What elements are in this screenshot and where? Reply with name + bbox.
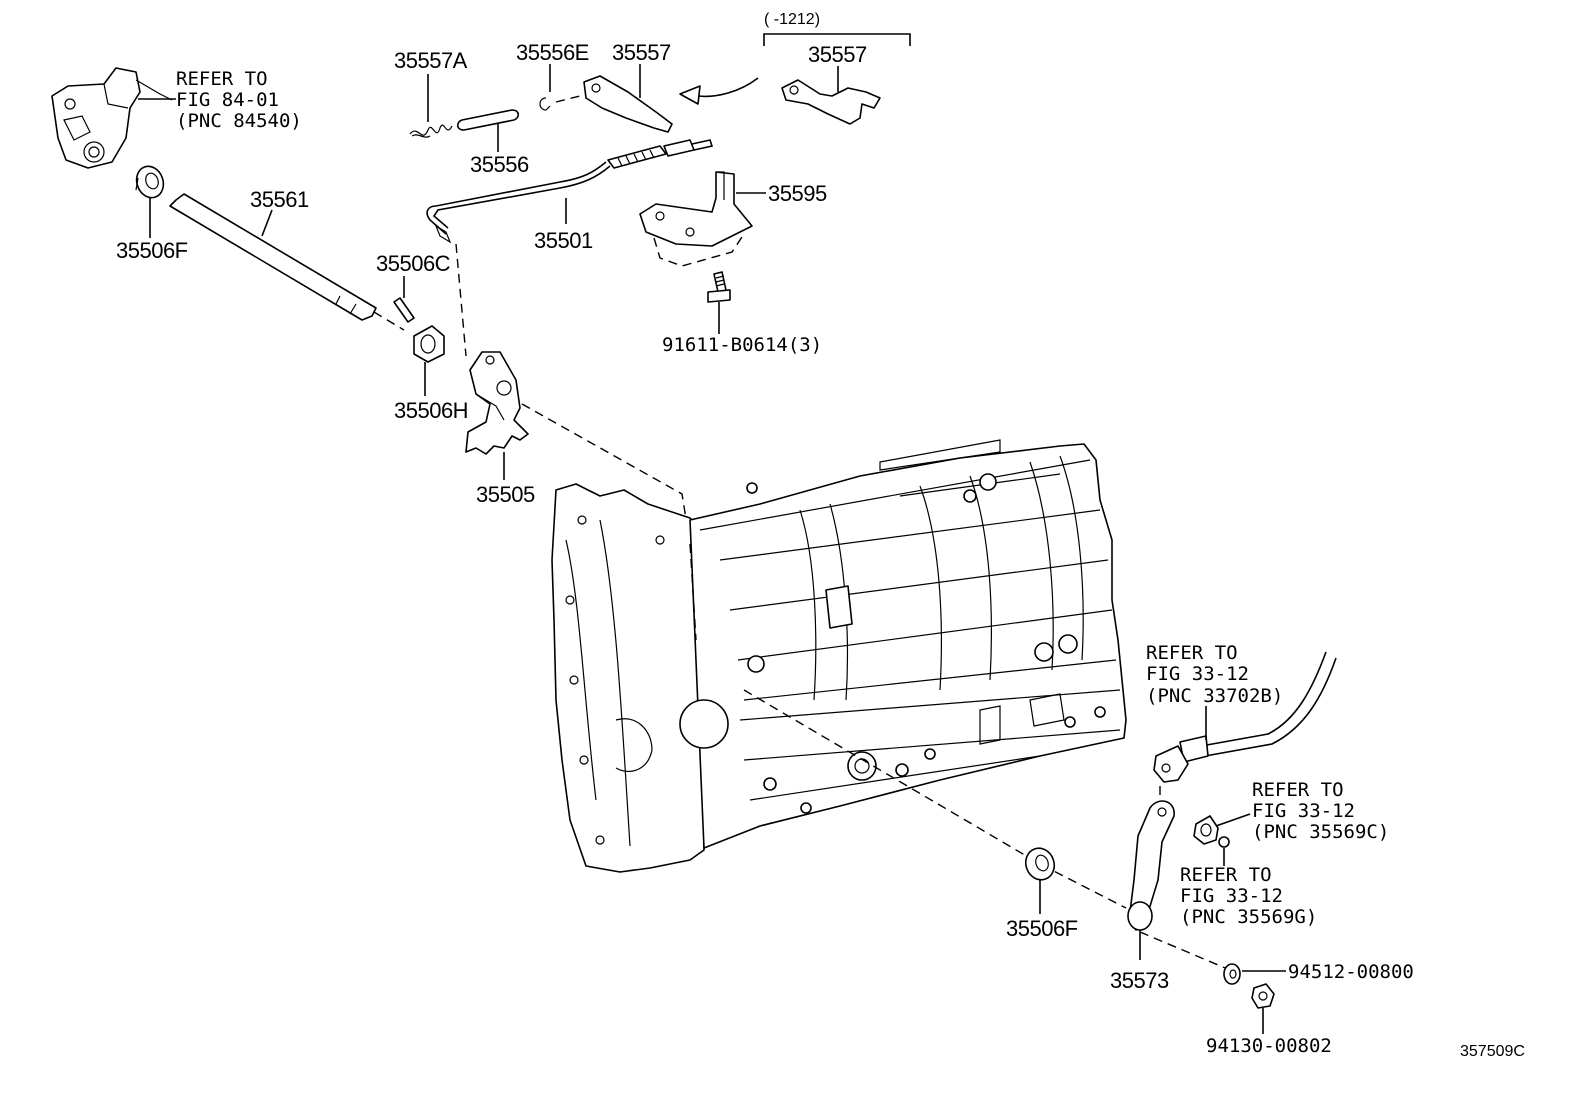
label-35556e: 35556E	[516, 40, 589, 65]
spring-35557a[interactable]	[409, 124, 453, 138]
label-35506f-bottom: 35506F	[1006, 916, 1078, 941]
detent-lever-35505[interactable]	[465, 351, 529, 455]
label-35506f-top: 35506F	[116, 238, 188, 263]
shift-cable-33702b[interactable]	[1153, 651, 1337, 783]
ref-33702b-callout: REFER TO FIG 33-12 (PNC 33702B)	[1146, 642, 1283, 740]
ref-35569g-line2: FIG 33-12	[1180, 885, 1283, 907]
label-94130: 94130-00802	[1206, 1035, 1332, 1057]
ref-33702b-line3: (PNC 33702B)	[1146, 685, 1283, 707]
ref-35569g-line3: (PNC 35569G)	[1180, 906, 1317, 928]
ref-84540-line3: (PNC 84540)	[176, 110, 302, 132]
ref-35569c-callout: REFER TO FIG 33-12 (PNC 35569C)	[1252, 779, 1389, 843]
shaft-35561[interactable]	[169, 193, 377, 321]
transmission-case	[551, 439, 1127, 873]
ref-35569g-line1: REFER TO	[1180, 864, 1272, 886]
neutral-start-switch[interactable]	[51, 67, 173, 169]
seal-35506f-bottom[interactable]	[1021, 844, 1058, 884]
nut-94130[interactable]	[1251, 983, 1275, 1009]
bracket-35595[interactable]	[639, 171, 753, 267]
ref-35569c-line3: (PNC 35569C)	[1252, 821, 1389, 843]
lever-35557-alt[interactable]	[781, 79, 881, 125]
collar-35506h[interactable]	[413, 325, 445, 363]
label-35573: 35573	[1110, 968, 1169, 993]
pin-35556[interactable]	[456, 109, 520, 131]
label-35557: 35557	[612, 40, 671, 65]
bushing-35569c[interactable]	[1193, 813, 1251, 845]
ref-33702b-line1: REFER TO	[1146, 642, 1238, 664]
pin-35506c[interactable]	[393, 297, 415, 323]
label-35506c: 35506C	[376, 251, 451, 276]
bolt-91611[interactable]	[707, 271, 731, 303]
label-35561: 35561	[250, 187, 309, 212]
washer-94512[interactable]	[1223, 963, 1241, 985]
ref-35569g-callout: REFER TO FIG 33-12 (PNC 35569G)	[1180, 864, 1317, 928]
lever-35557[interactable]	[583, 75, 673, 133]
label-35557a: 35557A	[394, 48, 468, 73]
label-35505: 35505	[476, 482, 535, 507]
ref-35569c-line2: FIG 33-12	[1252, 800, 1355, 822]
ref-84540-line1: REFER TO	[176, 68, 268, 90]
clip-35569g[interactable]	[1218, 836, 1230, 866]
label-35556: 35556	[470, 152, 529, 177]
label-94512: 94512-00800	[1288, 961, 1414, 983]
control-rod-35501[interactable]	[426, 139, 714, 244]
ref-84540-line2: FIG 84-01	[176, 89, 279, 111]
ref-33702b-line2: FIG 33-12	[1146, 663, 1249, 685]
label-35506h: 35506H	[394, 398, 468, 423]
seal-35506f-top[interactable]	[132, 163, 167, 202]
label-35501: 35501	[534, 228, 593, 253]
label-91611: 91611-B0614(3)	[662, 334, 822, 356]
arrow-icon	[679, 77, 759, 105]
ref-84540-callout: REFER TO FIG 84-01 (PNC 84540)	[138, 68, 302, 132]
date-range-bracket: ( -1212)	[763, 11, 911, 46]
label-35595: 35595	[768, 181, 827, 206]
label-35557-alt: 35557	[808, 42, 867, 67]
date-range-text: ( -1212)	[764, 11, 820, 28]
ref-35569c-line1: REFER TO	[1252, 779, 1344, 801]
control-lever-35573[interactable]	[1127, 800, 1175, 931]
clip-35556e[interactable]	[539, 97, 551, 111]
figure-id: 357509C	[1460, 1043, 1525, 1060]
